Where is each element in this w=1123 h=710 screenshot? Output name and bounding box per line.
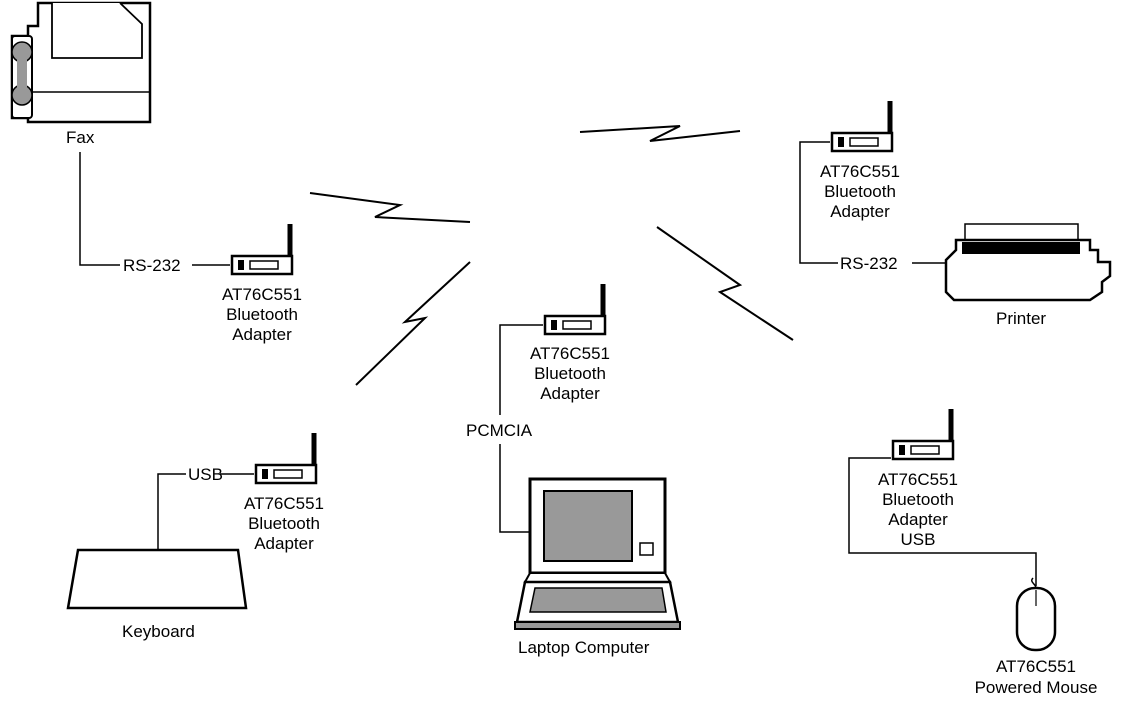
bluetooth-adapter-icon (256, 433, 316, 483)
mouse-adapter-line2: Bluetooth (882, 490, 954, 509)
mouse-label-line1: AT76C551 (996, 657, 1076, 676)
keyboard-connection-label: USB (188, 465, 223, 484)
keyboard-label: Keyboard (122, 622, 195, 641)
fax-adapter-line2: Bluetooth (226, 305, 298, 324)
wireless-link-icon (309, 192, 471, 223)
wireless-link-icon (656, 226, 794, 341)
mouse-icon (1015, 577, 1057, 652)
bluetooth-adapter-icon (893, 409, 953, 459)
fax-connection-label: RS-232 (123, 256, 181, 275)
fax-adapter-line3: Adapter (232, 325, 292, 344)
laptop-connection-label: PCMCIA (466, 421, 533, 440)
printer-adapter-line3: Adapter (830, 202, 890, 221)
fax-icon (10, 1, 152, 124)
wireless-link-icon (355, 261, 471, 386)
printer-adapter-line2: Bluetooth (824, 182, 896, 201)
fax-adapter-line1: AT76C551 (222, 285, 302, 304)
printer-connection-label: RS-232 (840, 254, 898, 273)
laptop-adapter-line1: AT76C551 (530, 344, 610, 363)
mouse-connection-label: USB (901, 530, 936, 549)
laptop-label: Laptop Computer (518, 638, 650, 657)
laptop-device: AT76C551 Bluetooth Adapter PCMCIA Laptop… (466, 284, 681, 657)
printer-device: AT76C551 Bluetooth Adapter RS-232 Printe… (799, 101, 1112, 328)
laptop-adapter-line2: Bluetooth (534, 364, 606, 383)
fax-label: Fax (66, 128, 95, 147)
bluetooth-adapter-icon (832, 101, 892, 151)
fax-device: Fax RS-232 AT76C551 Bluetooth Adapter (10, 1, 302, 344)
mouse-label-line2: Powered Mouse (975, 678, 1098, 697)
keyboard-adapter-line2: Bluetooth (248, 514, 320, 533)
keyboard-adapter-line1: AT76C551 (244, 494, 324, 513)
keyboard-device: USB AT76C551 Bluetooth Adapter Keyboard (66, 433, 324, 641)
keyboard-adapter-line3: Adapter (254, 534, 314, 553)
printer-adapter-line1: AT76C551 (820, 162, 900, 181)
mouse-device: AT76C551 Bluetooth Adapter USB AT76C551 … (848, 409, 1098, 697)
laptop-adapter-line3: Adapter (540, 384, 600, 403)
mouse-adapter-line3: Adapter (888, 510, 948, 529)
printer-icon (944, 223, 1112, 302)
keyboard-icon (66, 548, 248, 610)
wireless-links (309, 125, 794, 386)
wireless-link-icon (579, 125, 741, 142)
printer-label: Printer (996, 309, 1046, 328)
mouse-adapter-line1: AT76C551 (878, 470, 958, 489)
bluetooth-adapter-icon (545, 284, 605, 334)
bluetooth-adapter-icon (232, 224, 292, 274)
laptop-icon (514, 477, 681, 630)
